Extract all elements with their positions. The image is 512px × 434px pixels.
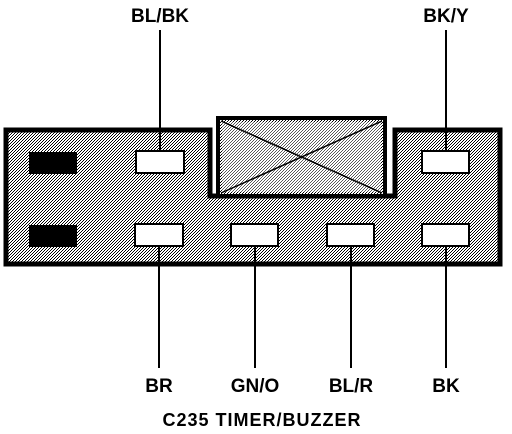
pin-cavity-gn-o (230, 223, 279, 247)
pin-cavity-bk (421, 223, 470, 247)
wire-label-bk-y: BK/Y (423, 6, 469, 27)
pin-cavity-br (134, 223, 184, 247)
key-block-bottom (29, 225, 77, 247)
locking-tab (216, 116, 387, 198)
wire-label-bl-r: BL/R (329, 376, 374, 397)
key-block-top (29, 152, 77, 174)
connector-caption: C235 TIMER/BUZZER (162, 410, 361, 430)
pin-cavity-bl-r (326, 223, 375, 247)
pin-cavity-bk-y (421, 150, 470, 174)
wire-label-bk: BK (432, 376, 460, 397)
wire-label-br: BR (145, 376, 173, 397)
wire-label-bl-bk: BL/BK (131, 6, 189, 27)
pin-cavity-bl-bk (135, 150, 185, 174)
wire-label-gn-o: GN/O (231, 376, 280, 397)
